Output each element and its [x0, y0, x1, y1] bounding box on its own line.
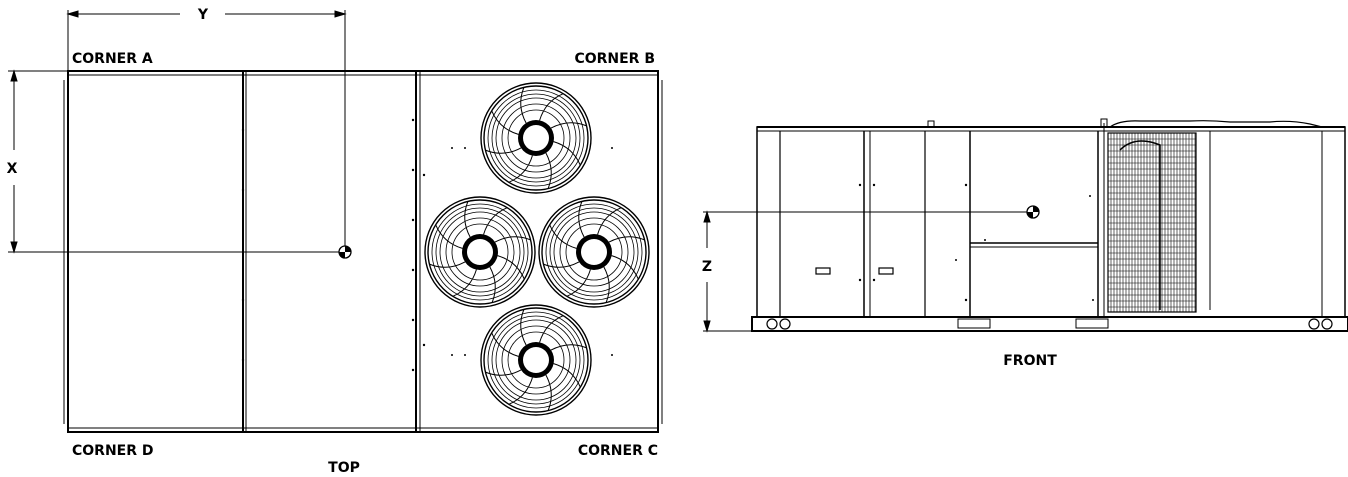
front-unit-outline: [756, 126, 1346, 318]
fan-1: [480, 82, 592, 194]
center-of-gravity-front: [1026, 205, 1040, 219]
center-of-gravity-top: [338, 245, 352, 259]
base-rail: [751, 316, 1348, 332]
front-view: [703, 118, 1348, 333]
condenser-coil: [1107, 132, 1197, 313]
top-unit-outline: [67, 70, 659, 433]
corner-b-label: CORNER B: [574, 51, 655, 67]
condenser-fans: [424, 82, 650, 416]
panel-handle-1: [815, 267, 831, 275]
x-dimension: [8, 69, 340, 254]
panel-handle-2: [878, 267, 894, 275]
z-dimension: [703, 210, 1035, 333]
z-dimension-label: Z: [702, 259, 712, 275]
fan-4: [480, 304, 592, 416]
top-view-title: TOP: [328, 460, 360, 476]
corner-a-label: CORNER A: [72, 51, 153, 67]
top-view: [8, 10, 663, 433]
corner-c-label: CORNER C: [578, 443, 658, 459]
x-dimension-label: X: [7, 161, 18, 177]
y-dimension: [66, 10, 347, 250]
fan-3: [538, 196, 650, 308]
corner-d-label: CORNER D: [72, 443, 154, 459]
y-dimension-label: Y: [197, 7, 209, 23]
fan-2: [424, 196, 536, 308]
front-view-title: FRONT: [1003, 353, 1057, 369]
